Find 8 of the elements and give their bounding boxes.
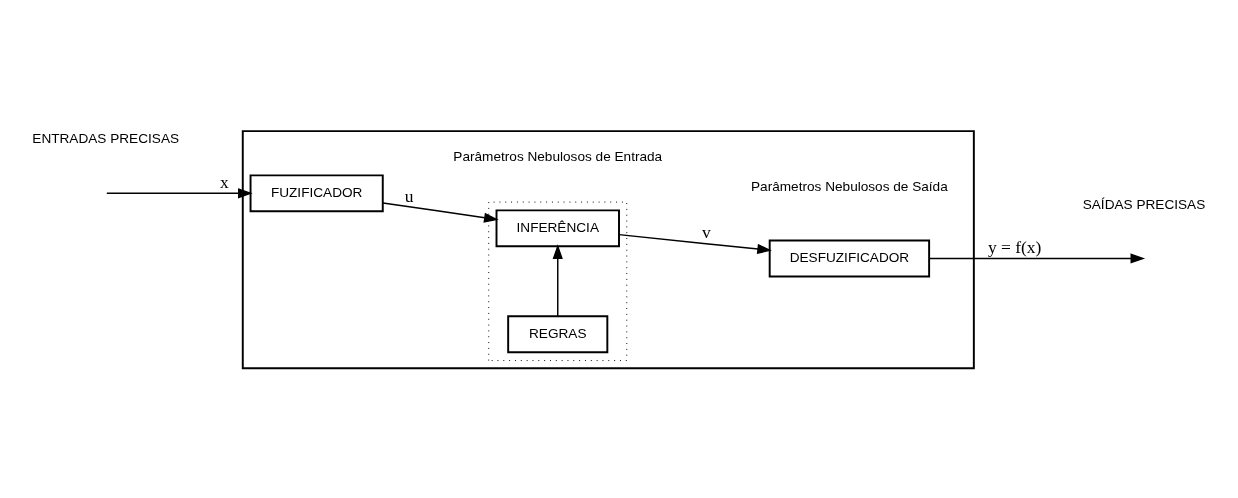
edge-label: y = f(x): [987, 237, 1042, 258]
label: ENTRADAS PRECISAS: [32, 131, 180, 147]
edge-label: x: [219, 171, 229, 192]
label: Parâmetros Nebulosos de Entrada: [453, 148, 663, 164]
edge-label: u: [404, 185, 414, 206]
label: Parâmetros Nebulosos de Saída: [751, 179, 948, 195]
edge-label: v: [702, 222, 711, 243]
label: SAÍDAS PRECISAS: [1082, 196, 1206, 212]
